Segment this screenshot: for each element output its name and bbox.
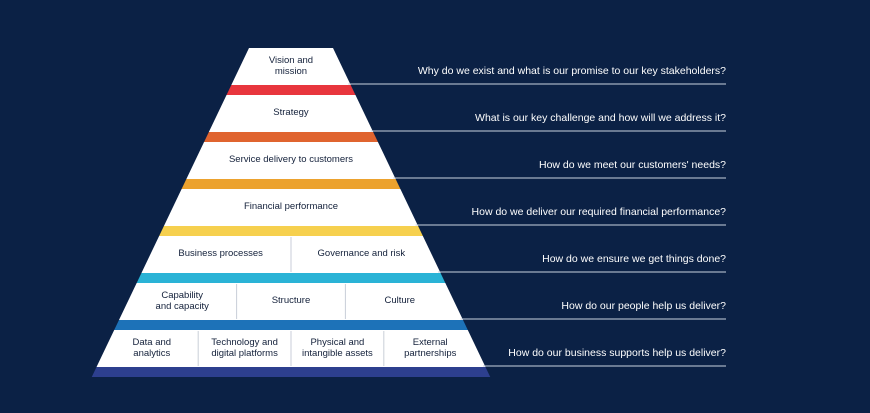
tier-cell-label: Service delivery to customers bbox=[228, 154, 354, 165]
tier-band bbox=[91, 367, 491, 377]
tier-cell-label: External partnerships bbox=[404, 336, 457, 359]
tier-band bbox=[204, 132, 378, 142]
tier-band bbox=[159, 226, 423, 236]
tier-block bbox=[208, 95, 374, 132]
tier-cell-label: Capability and capacity bbox=[155, 289, 209, 312]
tier-cell-label: Physical and intangible assets bbox=[302, 336, 373, 359]
tier-block bbox=[118, 283, 464, 320]
tier-cell-label: Data and analytics bbox=[132, 336, 172, 359]
tier-band bbox=[114, 320, 468, 330]
tier-cell-label: Financial performance bbox=[243, 201, 338, 212]
tier-question: What is our key challenge and how will w… bbox=[475, 112, 726, 124]
tier-question: How do our business supports help us del… bbox=[508, 347, 726, 359]
tier-band bbox=[181, 179, 401, 189]
tier-cell-label: Strategy bbox=[273, 107, 309, 118]
tier-cell-label: Vision and mission bbox=[268, 54, 314, 77]
tier-cell-label: Business processes bbox=[178, 248, 263, 259]
tier-question: How do we ensure we get things done? bbox=[542, 253, 726, 265]
tier-question: Why do we exist and what is our promise … bbox=[417, 65, 726, 77]
tier-question: How do we deliver our required financial… bbox=[471, 206, 726, 218]
tier-cell-label: Technology and digital platforms bbox=[211, 336, 278, 359]
tier-band bbox=[136, 273, 446, 283]
tier-block bbox=[186, 142, 396, 179]
tier-band bbox=[226, 85, 356, 95]
tier-cell-label: Structure bbox=[271, 295, 311, 306]
tier-question: How do we meet our customers' needs? bbox=[538, 159, 726, 171]
tier-cell-label: Culture bbox=[384, 295, 416, 306]
tier-block bbox=[163, 189, 419, 226]
tier-question: How do our people help us deliver? bbox=[561, 300, 726, 312]
tier-cell-label: Governance and risk bbox=[317, 248, 406, 259]
tier-block bbox=[231, 48, 351, 85]
